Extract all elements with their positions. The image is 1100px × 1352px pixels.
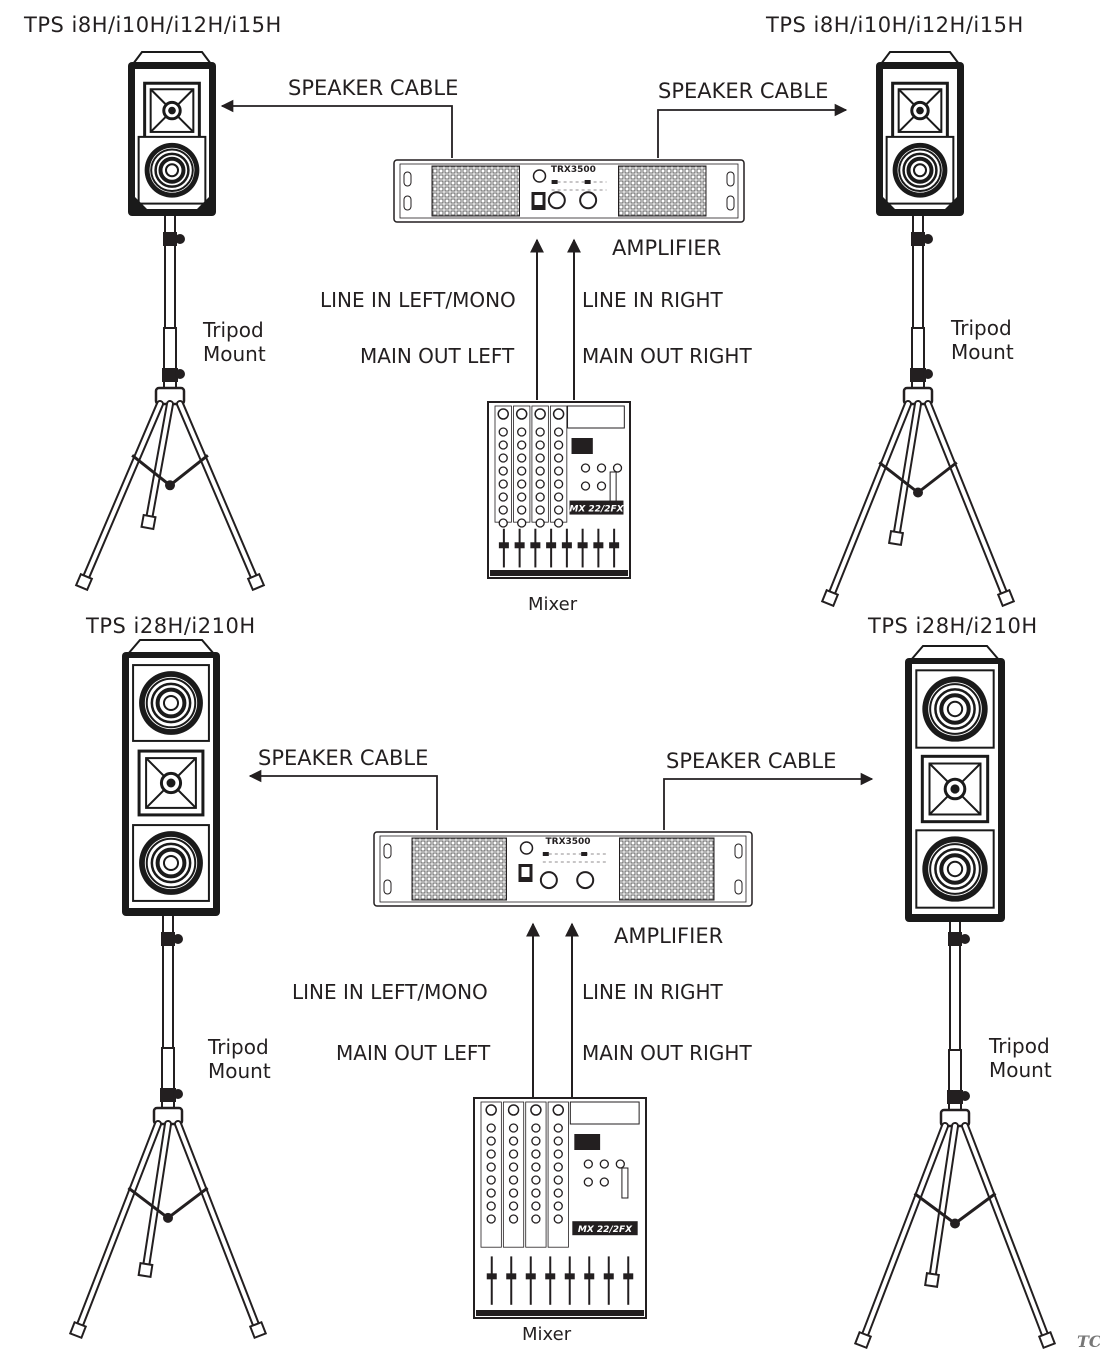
tripod-label-line1: Tripod (203, 318, 264, 342)
tripod-label-line1: Tripod (208, 1035, 269, 1059)
line-in-left-label: LINE IN LEFT/MONO (320, 288, 516, 312)
mixer-console: MX 22/2FX (473, 1097, 647, 1319)
speaker-cabinet (128, 51, 216, 216)
tripod-mount-label-left: Tripod Mount (208, 1035, 271, 1083)
main-out-right-label: MAIN OUT RIGHT (582, 344, 752, 368)
amplifier-model-text: TRX3500 (546, 837, 591, 847)
tripod-label-line1: Tripod (989, 1034, 1050, 1058)
tripod-mount-label-right: Tripod Mount (951, 316, 1014, 364)
tripod-stand (820, 211, 1016, 608)
speaker-cabinet (905, 645, 1005, 922)
watermark: TC (1077, 1332, 1100, 1351)
amplifier-label: AMPLIFIER (614, 924, 724, 948)
tripod-mount-label-left: Tripod Mount (203, 318, 266, 366)
tripod-stand (853, 911, 1057, 1350)
speaker-cable-label-right: SPEAKER CABLE (666, 749, 837, 773)
tripod-stand (74, 211, 266, 592)
speaker-model-label-left: TPS i28H/i210H (86, 614, 256, 638)
speaker-model-label-left: TPS i8H/i10H/i12H/i15H (24, 13, 282, 37)
tripod-label-line1: Tripod (951, 316, 1012, 340)
speaker-model-label-right: TPS i8H/i10H/i12H/i15H (766, 13, 1024, 37)
speaker-cabinet (876, 51, 964, 216)
main-out-left-label: MAIN OUT LEFT (360, 344, 515, 368)
mixer-model-text: MX 22/2FX (578, 1225, 633, 1235)
speaker-cable-line (663, 772, 874, 830)
speaker-model-label-right: TPS i28H/i210H (868, 614, 1038, 638)
tripod-stand (68, 911, 268, 1340)
main-out-right-label: MAIN OUT RIGHT (582, 1041, 752, 1065)
tripod-label-line2: Mount (208, 1059, 271, 1083)
tripod-label-line2: Mount (989, 1058, 1052, 1082)
amplifier-unit: TRX3500 (393, 159, 745, 223)
speaker-cabinet (122, 639, 220, 916)
speaker-cable-label-left: SPEAKER CABLE (258, 746, 429, 770)
line-in-left-label: LINE IN LEFT/MONO (292, 980, 488, 1004)
tripod-mount-label-right: Tripod Mount (989, 1034, 1052, 1082)
amplifier-label: AMPLIFIER (612, 236, 722, 260)
line-in-right-label: LINE IN RIGHT (582, 288, 723, 312)
speaker-cable-line (220, 99, 453, 158)
speaker-cable-label-left: SPEAKER CABLE (288, 76, 459, 100)
speaker-cable-line (248, 769, 438, 830)
tripod-label-line2: Mount (203, 342, 266, 366)
main-out-left-label: MAIN OUT LEFT (336, 1041, 491, 1065)
mixer-label: Mixer (528, 594, 578, 615)
amplifier-unit: TRX3500 (373, 831, 753, 907)
mixer-model-text: MX 22/2FX (569, 505, 624, 515)
line-in-right-label: LINE IN RIGHT (582, 980, 723, 1004)
amplifier-model-text: TRX3500 (551, 165, 596, 175)
tripod-label-line2: Mount (951, 340, 1014, 364)
mixer-console: MX 22/2FX (487, 401, 631, 579)
speaker-cable-label-right: SPEAKER CABLE (658, 79, 829, 103)
mixer-label: Mixer (522, 1324, 572, 1345)
speaker-cable-line (657, 103, 848, 158)
